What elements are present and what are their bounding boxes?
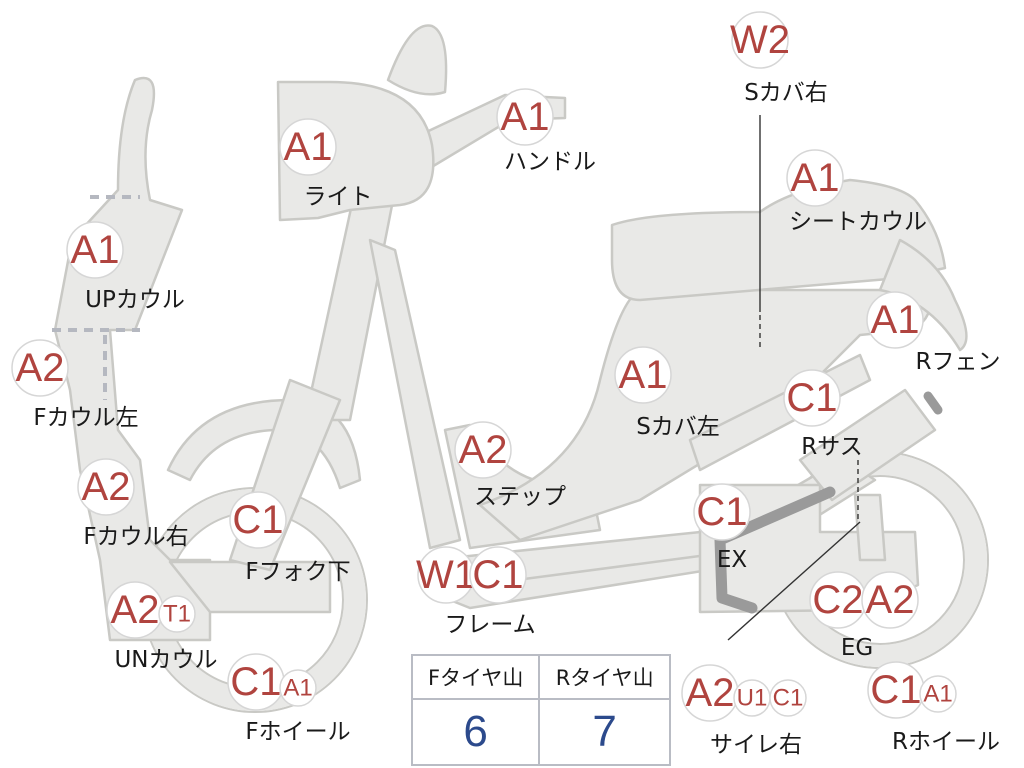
label-f-fork-lower: Fフォク下 [245, 559, 350, 585]
svg-text:A2: A2 [459, 428, 508, 472]
badge-frame-a: W1 [416, 546, 476, 604]
badge-seat-cowl: A1 [786, 149, 844, 207]
label-f-wheel: Fホイール [245, 719, 350, 745]
svg-text:C1: C1 [870, 668, 921, 712]
label-s-cover-right: Sカバ右 [744, 80, 828, 106]
svg-text:A1: A1 [284, 125, 333, 169]
svg-text:C2: C2 [812, 578, 863, 622]
svg-text:A1: A1 [871, 298, 920, 342]
svg-text:T1: T1 [163, 601, 191, 628]
label-r-sus: Rサス [801, 434, 863, 460]
tire-tread-table: Fタイヤ山 Rタイヤ山 6 7 [410, 654, 671, 766]
badge-handle: A1 [496, 88, 554, 146]
badge-frame-b: C1 [469, 546, 527, 604]
svg-text:A1: A1 [283, 675, 312, 702]
svg-text:A2: A2 [82, 465, 131, 509]
badge-s-cover-right: W2 [730, 11, 790, 69]
label-step: ステップ [474, 484, 566, 510]
tire-table-header-row: Fタイヤ山 Rタイヤ山 [410, 654, 671, 700]
svg-text:A1: A1 [923, 681, 952, 708]
label-s-cover-left: Sカバ左 [636, 414, 720, 440]
svg-text:A2: A2 [686, 671, 735, 715]
svg-text:A2: A2 [16, 346, 65, 390]
label-r-fender: Rフェン [916, 349, 1001, 375]
badge-eg-a: C2 [809, 571, 867, 629]
badge-f-wheel-b: A1 [279, 669, 317, 707]
svg-text:A2: A2 [111, 588, 160, 632]
badge-f-wheel-a: C1 [227, 653, 285, 711]
svg-text:C1: C1 [773, 685, 804, 712]
label-ex: EX [717, 547, 748, 573]
badge-r-sus: C1 [783, 369, 841, 427]
badge-r-wheel-a: C1 [867, 661, 925, 719]
svg-text:C1: C1 [472, 553, 523, 597]
badge-silencer-b: U1 [733, 679, 771, 717]
badge-s-cover-left: A1 [614, 346, 672, 404]
header-rear-tire: Rタイヤ山 [538, 654, 671, 700]
svg-text:C1: C1 [696, 490, 747, 534]
header-front-tire: Fタイヤ山 [410, 654, 541, 700]
label-r-wheel: Rホイール [892, 729, 1000, 755]
label-f-cowl-right: Fカウル右 [83, 524, 188, 550]
badge-silencer-c: C1 [769, 679, 807, 717]
svg-text:U1: U1 [737, 685, 768, 712]
leader-lines [727, 115, 861, 641]
value-rear-tire: 7 [538, 698, 671, 766]
badge-silencer-a: A2 [681, 664, 739, 722]
label-silencer-right: サイレ右 [710, 732, 802, 758]
label-un-cowl: UNカウル [114, 647, 217, 673]
badge-f-cowl-left: A2 [11, 339, 69, 397]
badge-light: A1 [279, 118, 337, 176]
svg-text:A1: A1 [71, 228, 120, 272]
svg-text:A1: A1 [619, 353, 668, 397]
svg-text:A1: A1 [501, 95, 550, 139]
badge-eg-b: A2 [861, 571, 919, 629]
svg-text:W1: W1 [416, 553, 476, 597]
cowl-split-lines [52, 195, 140, 400]
svg-text:A2: A2 [866, 578, 915, 622]
badge-un-cowl-b: T1 [158, 595, 196, 633]
svg-text:C1: C1 [230, 660, 281, 704]
label-seat-cowl: シートカウル [789, 209, 927, 235]
svg-text:W2: W2 [730, 18, 790, 62]
label-light: ライト [304, 184, 373, 210]
label-frame: フレーム [444, 612, 535, 638]
label-handle: ハンドル [504, 149, 596, 175]
badge-ex: C1 [693, 483, 751, 541]
badge-r-fender: A1 [866, 291, 924, 349]
badge-un-cowl-a: A2 [106, 581, 164, 639]
svg-text:A1: A1 [791, 156, 840, 200]
svg-text:C1: C1 [232, 498, 283, 542]
badge-f-cowl-right: A2 [77, 458, 135, 516]
label-up-cowl: UPカウル [85, 287, 185, 313]
label-eg: EG [841, 635, 873, 661]
value-front-tire: 6 [410, 698, 541, 766]
tire-table-value-row: 6 7 [410, 698, 671, 766]
svg-text:C1: C1 [786, 376, 837, 420]
badge-f-fork-lower: C1 [229, 491, 287, 549]
label-f-cowl-left: Fカウル左 [33, 405, 138, 431]
badge-up-cowl: A1 [66, 221, 124, 279]
badge-step: A2 [454, 421, 512, 479]
badge-r-wheel-b: A1 [919, 675, 957, 713]
